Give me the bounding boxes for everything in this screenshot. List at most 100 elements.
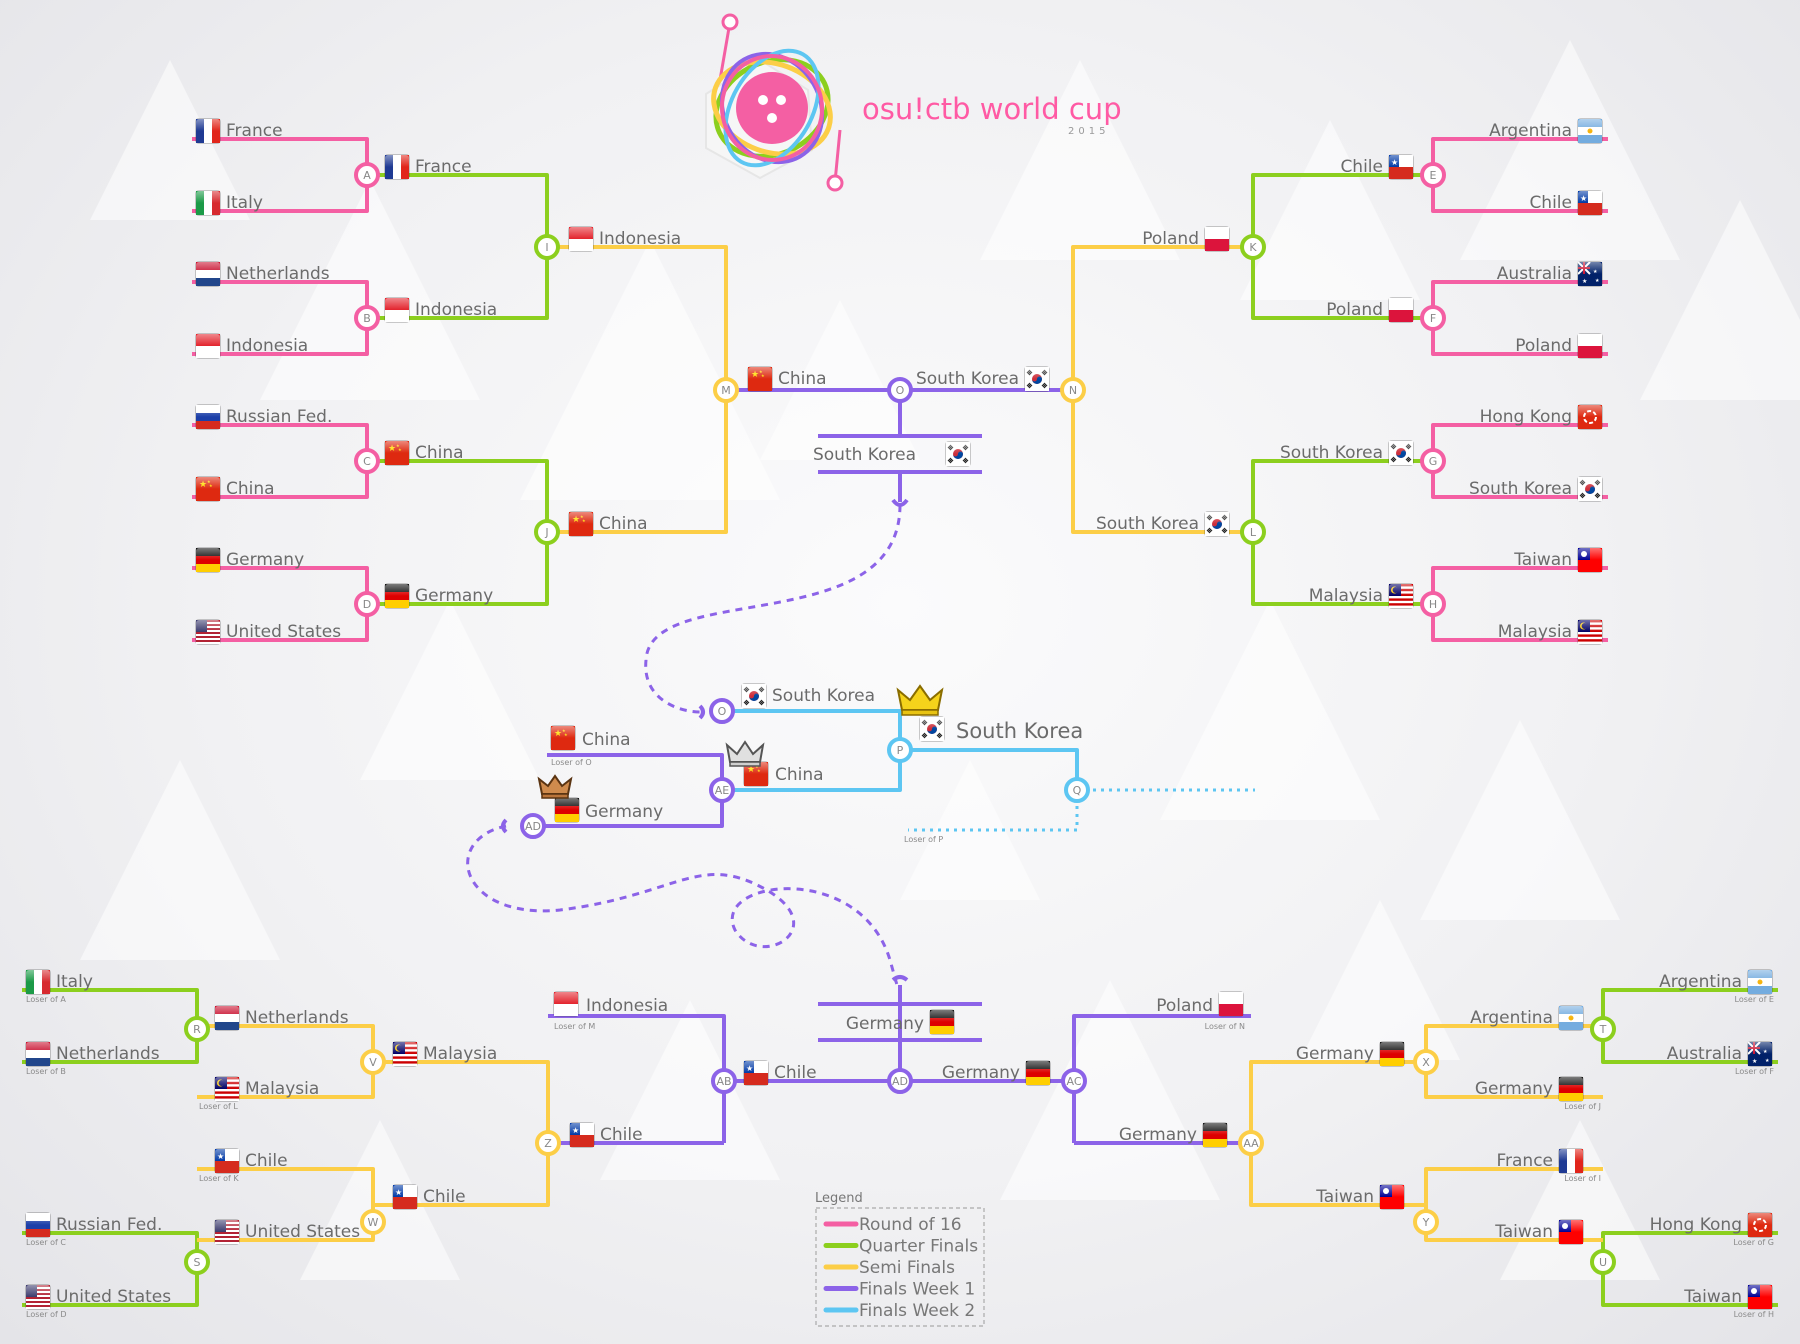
loser-of-note: Loser of L (199, 1102, 238, 1111)
flag-de-icon (1558, 1076, 1584, 1102)
team-name: South Korea (1096, 514, 1199, 534)
match-node-i[interactable]: I (534, 234, 560, 260)
match-node-c[interactable]: C (354, 448, 380, 474)
bronze-crown-icon (537, 774, 573, 799)
match-node-w[interactable]: W (360, 1209, 386, 1235)
legend-label: Finals Week 1 (859, 1280, 975, 1300)
flag-cn-icon (195, 476, 221, 502)
match-node-m[interactable]: M (713, 377, 739, 403)
team-name: China (778, 369, 827, 389)
match-node-p[interactable]: P (887, 737, 913, 763)
flag-pl-icon (1204, 226, 1230, 252)
match-node-g[interactable]: G (1420, 448, 1446, 474)
match-node-x[interactable]: X (1413, 1049, 1439, 1075)
team-name: China (226, 479, 275, 499)
flag-id-icon (195, 333, 221, 359)
match-node-d[interactable]: D (354, 591, 380, 617)
flag-my-icon (392, 1041, 418, 1067)
flag-fr-icon (384, 154, 410, 180)
loser-of-note: Loser of B (26, 1067, 66, 1076)
team-name: Netherlands (56, 1044, 160, 1064)
match-node-u[interactable]: U (1590, 1249, 1616, 1275)
match-node-e[interactable]: E (1420, 162, 1446, 188)
flag-nl-icon (214, 1005, 240, 1031)
flag-hk-icon (1577, 404, 1603, 430)
bracket-line (722, 750, 902, 792)
flag-my-icon (214, 1076, 240, 1102)
background-triangle (1640, 200, 1800, 400)
match-node-ac[interactable]: AC (1061, 1068, 1087, 1094)
svg-text:J: J (544, 526, 548, 539)
match-node-ae[interactable]: AE (709, 777, 735, 803)
match-node-o-upper[interactable]: O (887, 377, 913, 403)
connector-dashed (644, 504, 902, 714)
flag-id-icon (553, 991, 579, 1017)
match-node-r[interactable]: R (184, 1016, 210, 1042)
background-triangle (520, 240, 780, 500)
match-node-b[interactable]: B (354, 305, 380, 331)
team-name: South Korea (772, 686, 875, 706)
match-node-s[interactable]: S (184, 1249, 210, 1275)
match-node-l[interactable]: L (1240, 519, 1266, 545)
match-node-n[interactable]: N (1060, 377, 1086, 403)
team-name: Germany (942, 1063, 1020, 1083)
match-node-f[interactable]: F (1420, 305, 1446, 331)
team-name: Germany (1475, 1079, 1553, 1099)
svg-text:AA: AA (1243, 1137, 1259, 1150)
team-name: Hong Kong (1650, 1215, 1742, 1235)
team-name: China (582, 730, 631, 750)
loser-of-note: Loser of M (554, 1022, 595, 1031)
loser-of-note: Loser of D (26, 1310, 67, 1319)
flag-cn-icon (550, 725, 576, 751)
match-node-h[interactable]: H (1420, 591, 1446, 617)
team-name: Germany (226, 550, 304, 570)
svg-text:K: K (1249, 241, 1257, 254)
silver-crown-icon (725, 740, 765, 767)
legend-label: Quarter Finals (859, 1237, 978, 1257)
match-node-y[interactable]: Y (1413, 1209, 1439, 1235)
flag-nl-icon (195, 261, 221, 287)
flag-fr-icon (195, 118, 221, 144)
team-name: Chile (245, 1151, 288, 1171)
match-node-j[interactable]: J (534, 519, 560, 545)
team-name: United States (245, 1222, 360, 1242)
match-node-k[interactable]: K (1240, 234, 1266, 260)
flag-ru-icon (195, 404, 221, 430)
team-name: France (1496, 1151, 1553, 1171)
match-node-z[interactable]: Z (535, 1130, 561, 1156)
flag-cl-icon (1577, 190, 1603, 216)
flag-cl-icon (743, 1060, 769, 1086)
team-name: Germany (585, 802, 663, 822)
team-name: Indonesia (415, 300, 497, 320)
svg-text:D: D (363, 598, 371, 611)
svg-text:A: A (363, 169, 371, 182)
match-node-ad-grand[interactable]: AD (520, 813, 546, 839)
team-name: Germany (1296, 1044, 1374, 1064)
svg-text:F: F (1430, 312, 1436, 325)
svg-text:H: H (1429, 598, 1437, 611)
match-node-a[interactable]: A (354, 162, 380, 188)
match-node-o-grand[interactable]: O (709, 698, 735, 724)
flag-kr-icon (1024, 366, 1050, 392)
team-name: Taiwan (1513, 550, 1572, 570)
flag-cl-icon (392, 1184, 418, 1210)
team-name: France (415, 157, 472, 177)
gold-crown-icon (896, 684, 944, 716)
flag-pl-icon (1388, 297, 1414, 323)
svg-text:W: W (368, 1216, 379, 1229)
match-node-q[interactable]: Q (1064, 777, 1090, 803)
loser-of-note: Loser of P (904, 835, 943, 844)
match-node-v[interactable]: V (360, 1049, 386, 1075)
flag-de-icon (1202, 1122, 1228, 1148)
match-node-t[interactable]: T (1590, 1016, 1616, 1042)
legend-box (815, 1207, 985, 1327)
match-node-ab[interactable]: AB (711, 1068, 737, 1094)
match-node-ad-lower[interactable]: AD (887, 1068, 913, 1094)
match-node-aa[interactable]: AA (1238, 1130, 1264, 1156)
team-name: Germany (846, 1014, 924, 1034)
flag-kr-icon (919, 716, 945, 742)
background-triangle (1420, 720, 1620, 920)
legend-item-fw1: Finals Week 1 (823, 1280, 975, 1300)
team-name: Russian Fed. (226, 407, 332, 427)
flag-cl-icon (214, 1148, 240, 1174)
